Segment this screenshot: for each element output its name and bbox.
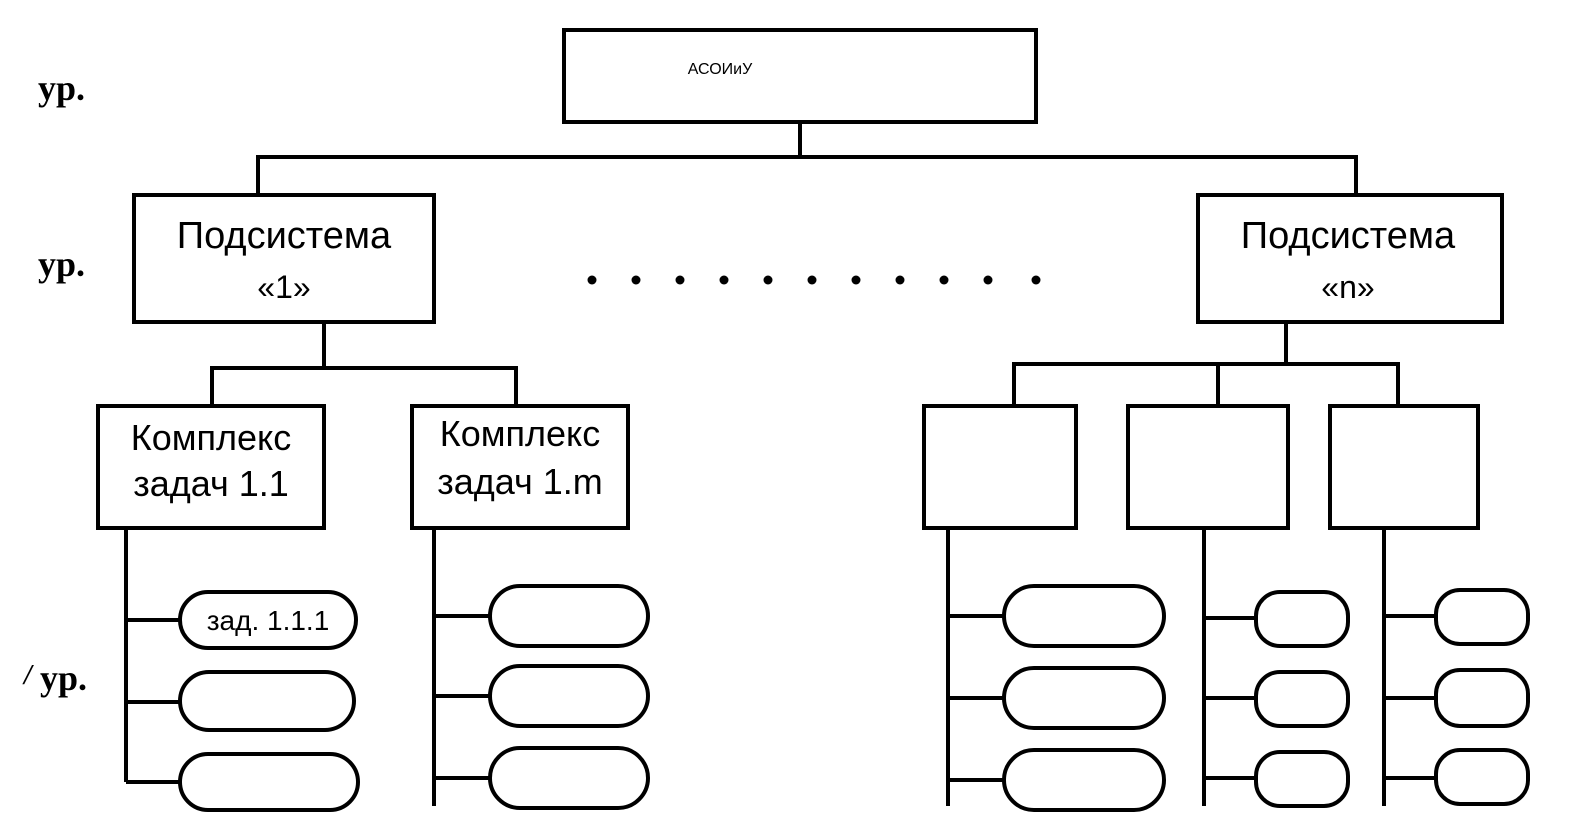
task-node [1002,584,1166,648]
task-node [178,670,356,732]
ellipsis-dots [587,275,1041,285]
complex-1-m-subtitle: задач 1.m [437,461,603,502]
level-label-1: ур. [38,244,85,284]
task-1-1-1-label: зад. 1.1.1 [207,605,330,636]
task-node [178,752,360,812]
root-label: АСОИиУ [688,61,753,78]
task-node [1434,748,1530,806]
complex-n-1-node [922,404,1078,530]
complex-1-m-node: Комплекс задач 1.m [410,404,630,530]
task-node [1002,748,1166,812]
connectors [124,122,1436,806]
level-label-0: ур. [38,68,85,108]
level-label-2: ур. [40,658,87,698]
task-node [1254,750,1350,808]
complex-n-2-node [1126,404,1290,530]
task-node [488,746,650,810]
complex-1-m-title: Комплекс [440,413,600,454]
task-node [1254,670,1350,728]
task-node [488,664,650,728]
root-node: АСОИиУ [562,28,1038,124]
complex-1-1-subtitle: задач 1.1 [133,463,289,504]
subsystem-1-title: Подсистема [177,215,392,257]
subsystem-n-number: «n» [1321,269,1374,305]
task-1-1-1-node: зад. 1.1.1 [178,590,358,650]
complex-n-3-node [1328,404,1480,530]
subsystem-1-number: «1» [257,269,310,305]
level-label-2-prefix: / [22,660,34,691]
task-node [1434,588,1530,646]
task-node [1002,666,1166,730]
task-node [1254,590,1350,648]
subsystem-1-node: Подсистема «1» [132,193,436,324]
task-node [1434,668,1530,728]
complex-1-1-node: Комплекс задач 1.1 [96,404,326,530]
complex-1-1-title: Комплекс [131,417,291,458]
subsystem-n-title: Подсистема [1241,215,1456,257]
task-node [488,584,650,648]
subsystem-n-node: Подсистема «n» [1196,193,1504,324]
